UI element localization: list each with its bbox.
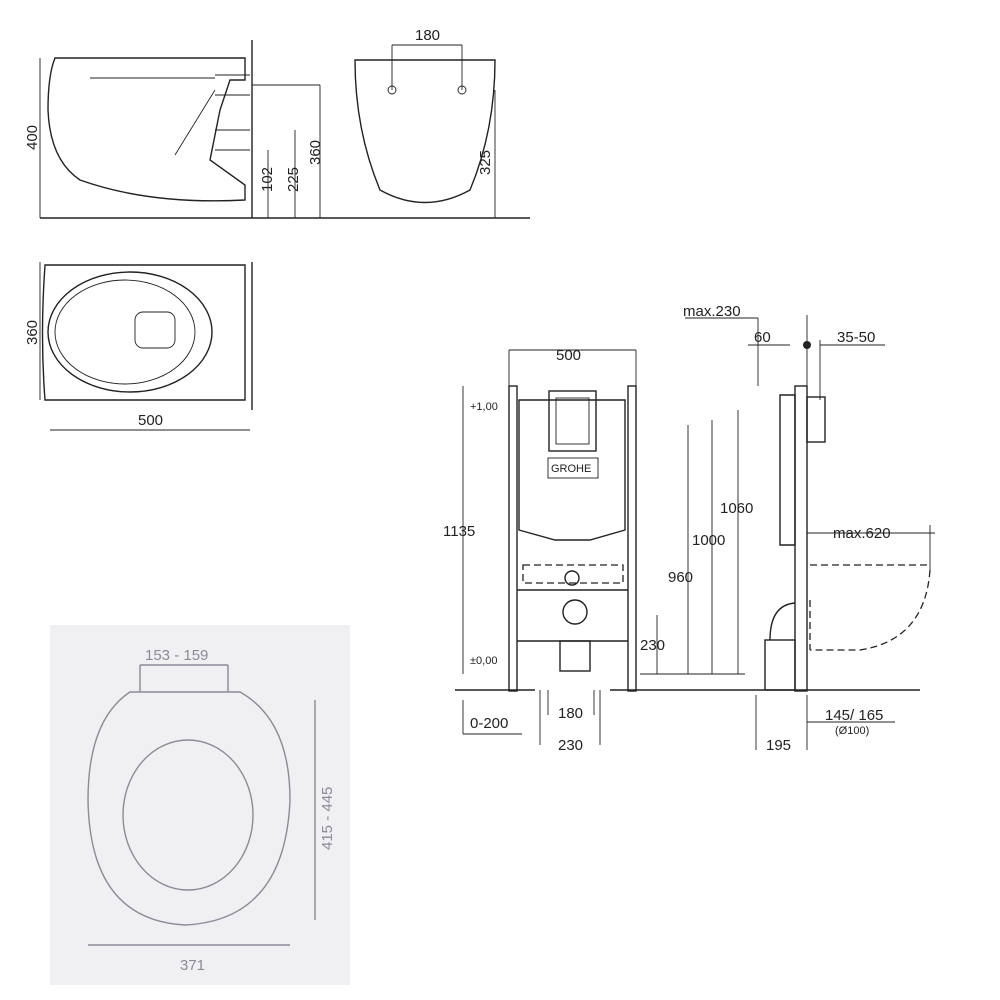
dim-500-top: 500 — [138, 412, 163, 429]
dim-153-159: 153 - 159 — [145, 647, 208, 664]
dim-500-frame: 500 — [556, 347, 581, 364]
frame-front-view: GROHE 500 +1,00 ±0,00 1135 1060 1000 960… — [443, 347, 920, 754]
dim-371: 371 — [180, 957, 205, 974]
grohe-logo: GROHE — [551, 463, 591, 475]
dim-0-200: 0-200 — [470, 715, 508, 732]
dim-400: 400 — [24, 125, 41, 150]
seat-drawing: 153 - 159 415 - 445 371 — [50, 625, 350, 985]
dim-max-620: max.620 — [833, 525, 891, 542]
dim-1135: 1135 — [443, 523, 475, 540]
dim-225: 225 — [285, 167, 302, 192]
dim-415-445: 415 - 445 — [319, 787, 336, 850]
dim-230-pipes: 230 — [558, 737, 583, 754]
side-view: 400 102 225 360 — [24, 40, 530, 219]
dim-360-top: 360 — [24, 320, 41, 345]
dim-diameter-100: (Ø100) — [835, 725, 869, 737]
dim-60: 60 — [754, 329, 771, 346]
dim-102: 102 — [259, 167, 276, 192]
dim-145-165: 145/ 165 — [825, 707, 883, 724]
level-plus-1: +1,00 — [470, 401, 498, 413]
dim-1060: 1060 — [720, 500, 753, 517]
dim-180-frame: 180 — [558, 705, 583, 722]
dim-35-50: 35-50 — [837, 329, 875, 346]
dim-360: 360 — [307, 140, 324, 165]
dim-180-front: 180 — [415, 27, 440, 44]
dim-325: 325 — [477, 150, 494, 175]
front-view: 180 325 — [354, 27, 496, 218]
dim-230-outlet: 230 — [640, 637, 665, 654]
frame-side-view: max.230 60 35-50 max.620 145/ 165 (Ø100)… — [683, 303, 935, 754]
level-zero: ±0,00 — [470, 655, 497, 667]
dim-1000: 1000 — [692, 532, 725, 549]
top-view: 360 500 — [24, 262, 253, 431]
dim-max-230: max.230 — [683, 303, 741, 320]
dim-195: 195 — [766, 737, 791, 754]
dim-960: 960 — [668, 569, 693, 586]
